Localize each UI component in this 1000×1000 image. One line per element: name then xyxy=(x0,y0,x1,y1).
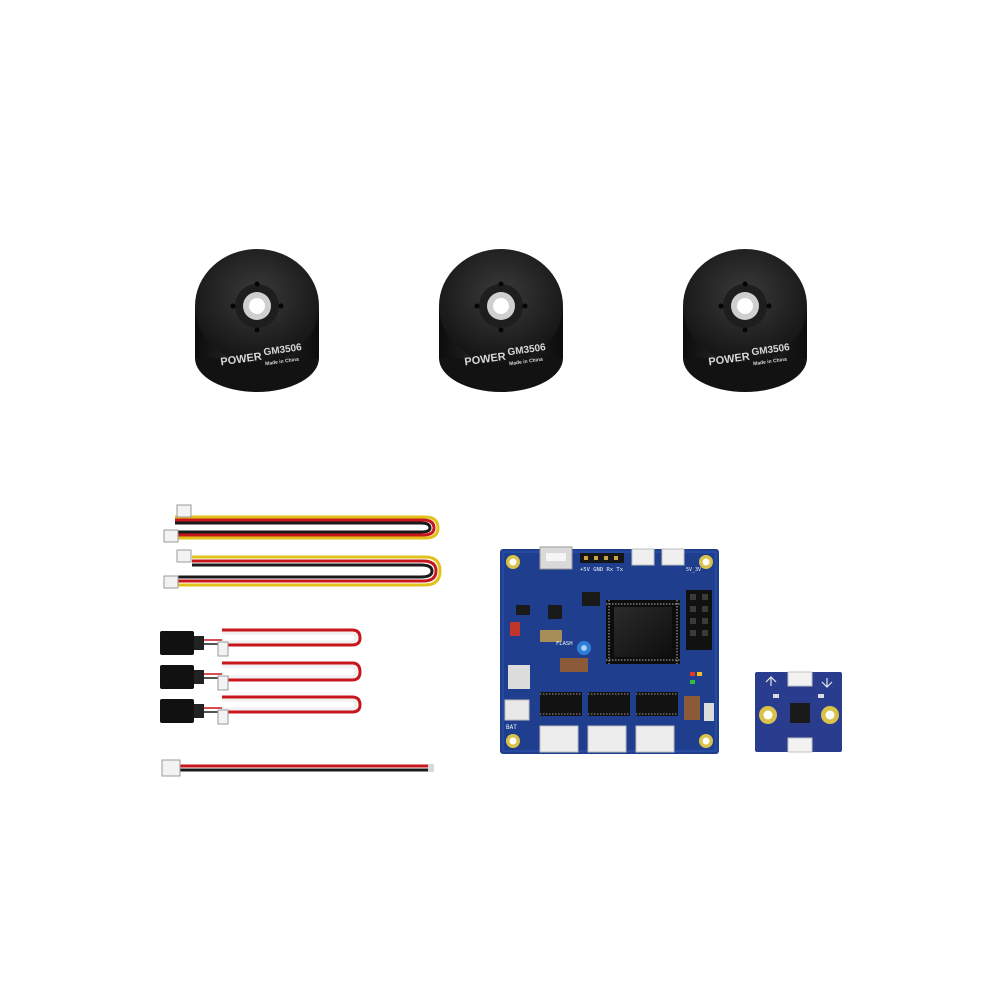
motor-left: POWER GM3506 Made in China xyxy=(195,249,319,392)
aux-label: 5V_3V xyxy=(686,567,701,573)
motor-model: GM3506 xyxy=(507,342,547,358)
header-label: +5V GND Rx Tx xyxy=(580,567,624,573)
motor-cable-1 xyxy=(160,628,362,657)
motor-brand: POWER xyxy=(464,351,507,369)
controller-board: +5V GND Rx Tx 5V_3V FLASH xyxy=(500,546,719,754)
motor-cable-2 xyxy=(160,661,362,691)
motor-model: GM3506 xyxy=(751,342,791,358)
motor-sublabel: Made in China xyxy=(753,357,788,368)
sensor-cable-2 xyxy=(163,549,442,589)
motor-brand: POWER xyxy=(708,351,751,369)
motor-right: POWER GM3506 Made in China xyxy=(683,249,807,392)
sensor-cable-1 xyxy=(163,504,440,543)
motor-cable-3 xyxy=(160,695,362,725)
motor-brand: POWER xyxy=(220,351,263,369)
motor-center: POWER GM3506 Made in China xyxy=(439,249,563,392)
bat-label: BAT xyxy=(506,724,517,731)
imu-board xyxy=(755,671,842,753)
motor-sublabel: Made in China xyxy=(265,357,300,368)
motor-sublabel: Made in China xyxy=(509,357,544,368)
power-cable xyxy=(161,759,434,777)
flash-label: FLASH xyxy=(556,641,573,647)
motor-model: GM3506 xyxy=(263,342,303,358)
